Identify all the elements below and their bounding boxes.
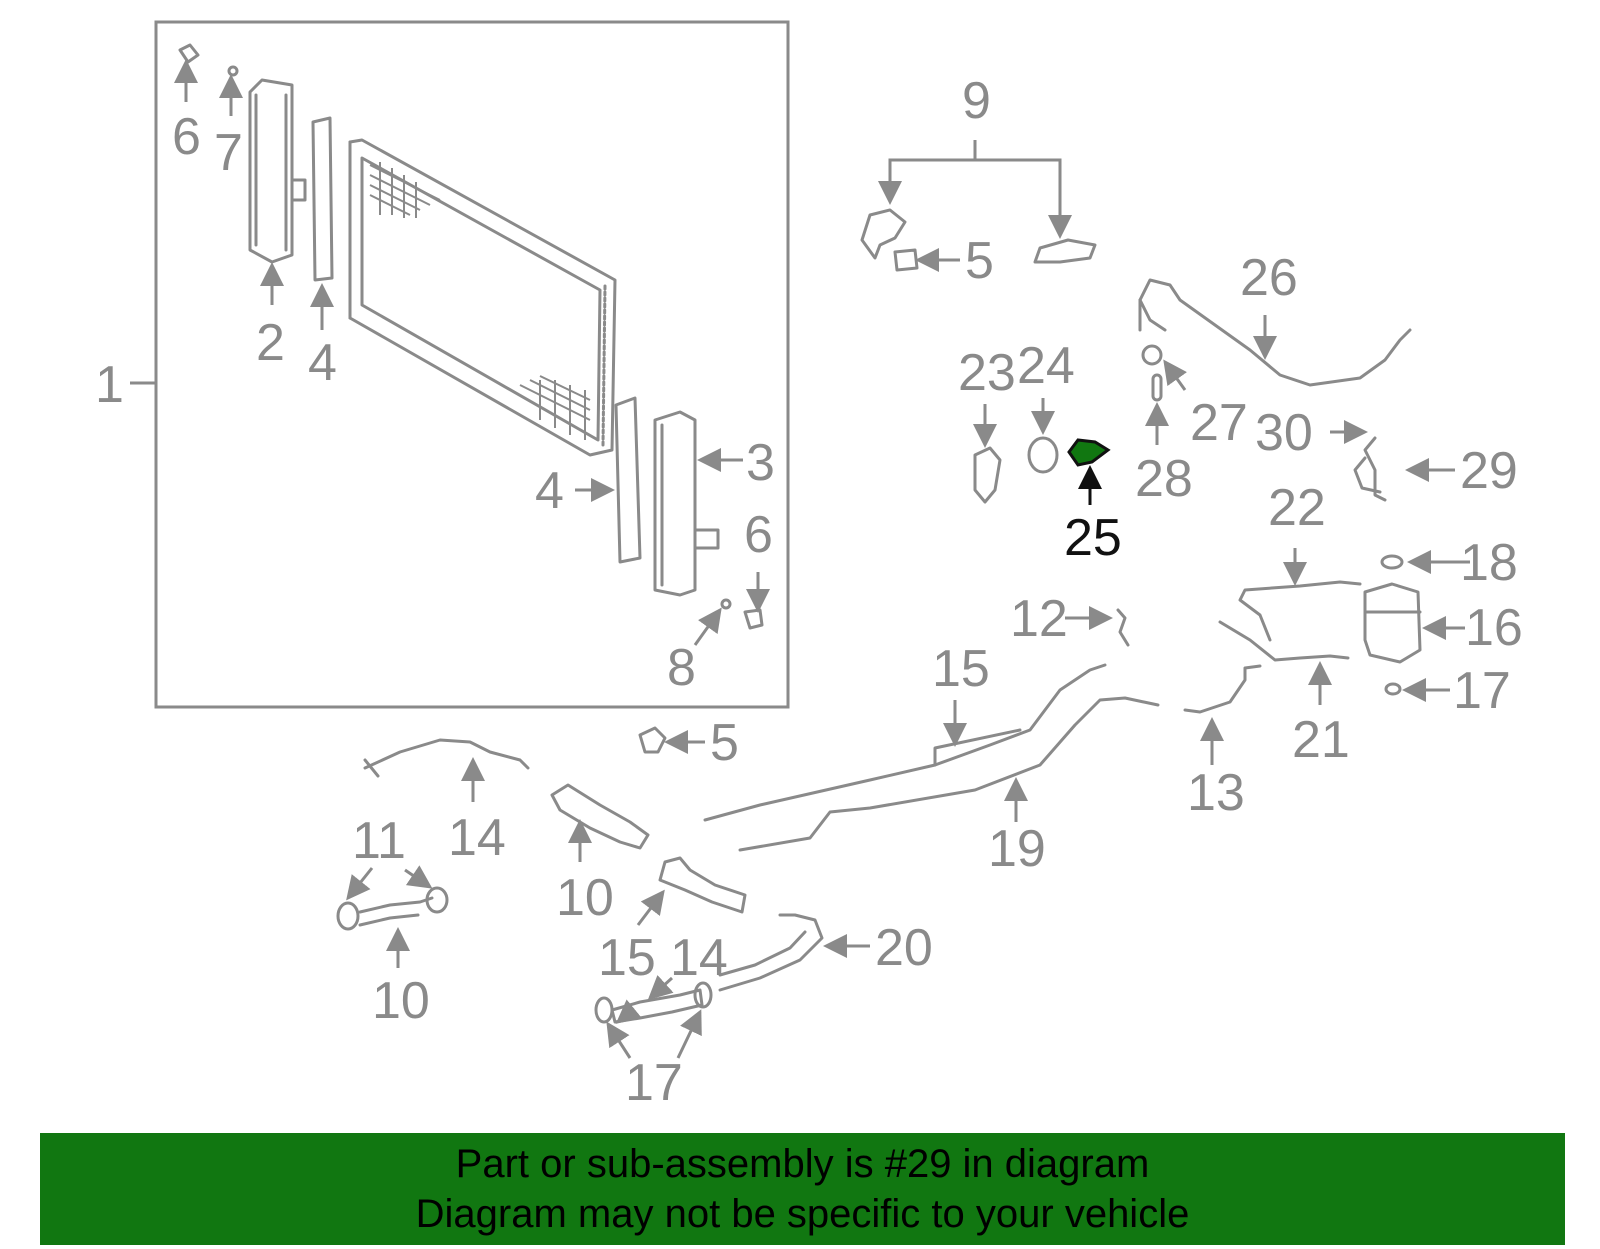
callout-26: 22 [1268, 479, 1326, 537]
oring-23 [1384, 682, 1402, 696]
callout-7: 5 [965, 232, 994, 290]
callout-11: 10 [556, 869, 614, 927]
callout-6-bottom: 8 [667, 639, 696, 697]
oring-31 [1141, 344, 1163, 366]
callout-29[interactable]: 25 [1064, 509, 1122, 567]
callout-6-top: 7 [214, 124, 243, 182]
callout-15: 15 [598, 929, 656, 987]
callout-31: 27 [1190, 394, 1248, 452]
grommet-7 [893, 248, 919, 272]
oring-24 [1380, 554, 1404, 570]
radiator-core [348, 138, 617, 457]
banner-line-1: Part or sub-assembly is #29 in diagram [455, 1142, 1150, 1186]
pipe-30 [1138, 278, 1412, 387]
callout-8: 5 [710, 714, 739, 772]
callout-1: 1 [95, 356, 124, 414]
callout-24: 18 [1460, 534, 1518, 592]
pipe-15 [658, 856, 747, 914]
callout-32: 28 [1135, 450, 1193, 508]
callout-18: 14 [448, 809, 506, 867]
callout-10-label: 10 [372, 972, 430, 1030]
hose-18 [363, 738, 530, 770]
callout-22: 16 [1465, 599, 1523, 657]
left-tank [248, 78, 307, 264]
callout-17: 17 [625, 1054, 683, 1112]
hose-25 [1218, 620, 1350, 662]
radiator-assembly-box [154, 20, 790, 709]
callout-25: 21 [1292, 711, 1350, 769]
callout-30: 26 [1240, 249, 1298, 307]
callout-14: 14 [670, 929, 728, 987]
seal-right [614, 396, 642, 564]
clip-top [178, 43, 200, 64]
callout-33: 29 [1460, 442, 1518, 500]
pin-32 [1151, 373, 1163, 402]
hose-26 [1238, 580, 1362, 642]
callout-20-label: 20 [875, 919, 933, 977]
reservoir-22 [1363, 582, 1422, 664]
callout-34: 30 [1255, 404, 1313, 462]
callout-28: 24 [1017, 337, 1075, 395]
bracket-27 [973, 446, 1002, 504]
banner-line-2: Diagram may not be specific to your vehi… [415, 1192, 1190, 1236]
callout-27: 23 [958, 344, 1016, 402]
callout-5-bottom: 6 [744, 506, 773, 564]
hose-11 [550, 783, 650, 850]
pipe-21 [738, 696, 1160, 852]
callout-9: 9 [962, 72, 991, 130]
clamp-13-left [336, 901, 360, 931]
hose-16 [1183, 664, 1262, 714]
clamp-13-right [425, 886, 449, 914]
callout-19: 15 [932, 640, 990, 698]
callout-12: 12 [1010, 590, 1068, 648]
callout-21: 19 [988, 820, 1046, 878]
callout-4-left: 4 [308, 334, 337, 392]
hose-33 [1353, 436, 1387, 502]
info-banner: Part or sub-assembly is #29 in diagram D… [40, 1133, 1565, 1245]
callout-13: 11 [352, 812, 406, 870]
mount-bracket-right [1033, 238, 1097, 264]
callout-4-right: 4 [535, 462, 564, 520]
right-tank [653, 410, 720, 597]
hose-10 [358, 896, 434, 914]
callout-23: 17 [1453, 662, 1511, 720]
callout-5-top: 6 [172, 108, 201, 166]
callout-3: 3 [746, 434, 775, 492]
clamp-17-right [693, 981, 713, 1009]
seal-left [311, 116, 334, 282]
callout-2: 2 [256, 314, 285, 372]
clip-bottom [743, 608, 764, 630]
pin-bottom [720, 598, 732, 610]
callout-16: 13 [1187, 764, 1245, 822]
ring-28 [1027, 436, 1059, 474]
pipe-20 [718, 913, 824, 992]
pin-top [227, 65, 239, 77]
clamp-17-left [594, 996, 614, 1024]
highlighted-part-29[interactable] [1067, 438, 1111, 467]
grommet-8 [638, 726, 667, 754]
mount-bracket-left [860, 208, 907, 260]
clamp-12 [1116, 608, 1130, 647]
pipe-19 [703, 663, 1107, 822]
